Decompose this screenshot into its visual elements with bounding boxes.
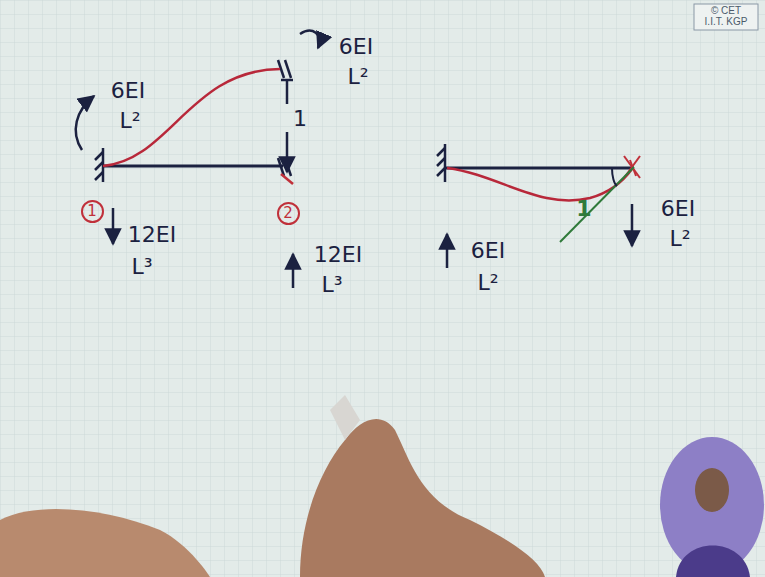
formula-term: L³ [131,256,152,278]
node-number: 2 [283,206,293,221]
formula-term: 6EI [471,240,505,262]
formula-term: 6EI [661,198,695,220]
node-number-circle: 1 [81,200,104,223]
formula-term: 1 [576,198,591,220]
formula-term: L² [477,272,498,294]
formula-term: 6EI [339,36,373,58]
formula-term: L² [347,66,368,88]
node-number: 1 [87,204,97,219]
formula-term: L² [669,228,690,250]
formula-term: 12EI [314,244,362,266]
formula-term: L² [119,110,140,132]
formula-term: 12EI [128,224,176,246]
watermark: © CET [711,6,741,16]
formula-term: 1 [293,108,307,130]
node-number-circle: 2 [277,202,300,225]
watermark: I.I.T. KGP [705,17,748,27]
formula-term: 6EI [111,80,145,102]
formula-term: L³ [321,274,342,296]
